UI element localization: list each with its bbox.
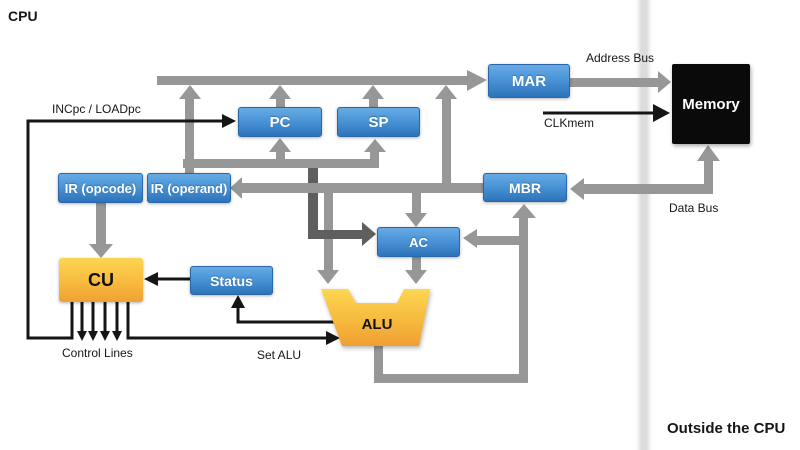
memory-box: Memory xyxy=(672,64,750,144)
sp-to-top-bus-arrow xyxy=(362,85,384,108)
cu-box: CU xyxy=(59,258,143,302)
ir-opcode-to-cu-arrow xyxy=(89,203,113,258)
status-box: Status xyxy=(190,266,273,295)
pc-box: PC xyxy=(238,107,322,137)
alu-output-loop xyxy=(374,204,536,383)
pc-to-top-bus-arrow xyxy=(269,85,291,108)
outside-cpu-region-title: Outside the CPU xyxy=(667,420,786,437)
incpc-loadpc-label: INCpc / LOADpc xyxy=(52,102,141,116)
incpc-arrowhead xyxy=(222,114,236,128)
cpu-boundary-divider xyxy=(634,0,654,450)
top-bus xyxy=(157,70,487,91)
second-bus xyxy=(183,159,379,168)
set-alu-line xyxy=(126,302,326,340)
control-lines-label: Control Lines xyxy=(62,346,133,360)
mar-box: MAR xyxy=(488,64,570,98)
cu-arrowhead xyxy=(144,272,158,286)
address-bus-label: Address Bus xyxy=(586,51,655,65)
status-arrowhead xyxy=(231,295,245,308)
control-signal-lines xyxy=(26,111,653,340)
ir-operand-to-top-bus-arrow xyxy=(179,85,201,173)
data-bus-arrows xyxy=(570,145,720,200)
alu-to-status-line xyxy=(236,308,334,324)
set-alu-arrowhead xyxy=(326,331,340,345)
set-alu-label: Set ALU xyxy=(257,348,302,362)
bus-to-sp-arrow xyxy=(364,139,386,168)
control-signal-arrowheads xyxy=(77,104,670,345)
ac-to-alu-arrow xyxy=(405,257,427,284)
ac-box: AC xyxy=(377,227,460,257)
system-bus-network xyxy=(89,70,720,383)
ir-opcode-box: IR (opcode) xyxy=(58,173,143,203)
alu-shape xyxy=(321,289,430,346)
bus-to-ac-left-dark-arrow xyxy=(308,222,376,246)
data-bus-label: Data Bus xyxy=(669,201,719,215)
internal-bus-dark-vertical xyxy=(308,168,318,239)
bus-to-pc-arrow xyxy=(269,138,291,159)
third-bus xyxy=(230,177,483,199)
alu-box-label: ALU xyxy=(361,316,393,333)
clkmem-arrowhead xyxy=(653,104,670,122)
clkmem-label: CLKmem xyxy=(544,116,595,130)
bus-to-ac-arrow xyxy=(405,193,427,227)
ir-operand-box: IR (operand) xyxy=(147,173,231,203)
cu-to-pc-feedback-line xyxy=(26,119,222,340)
third-bus-to-top-bus-arrow xyxy=(435,85,457,183)
cpu-region-title: CPU xyxy=(8,8,38,24)
mbr-box: MBR xyxy=(483,173,567,202)
address-bus-arrow xyxy=(570,71,671,93)
sp-box: SP xyxy=(337,107,420,137)
